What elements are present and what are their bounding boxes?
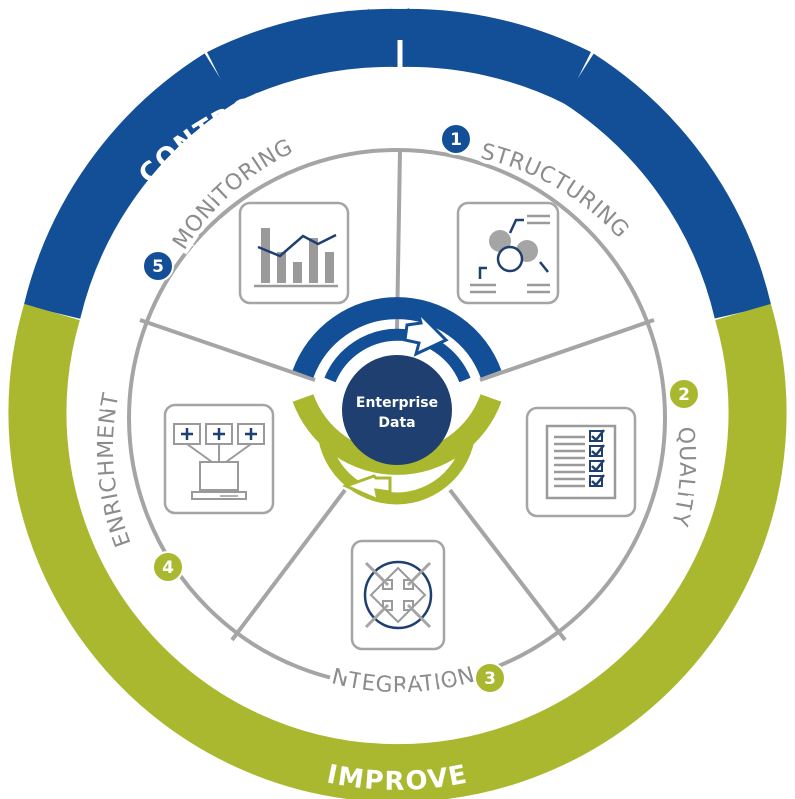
improve-segment (8, 303, 787, 799)
spokes (139, 149, 655, 642)
analyse-segment (562, 53, 772, 319)
svg-text:1: 1 (450, 130, 462, 150)
stage-ring (127, 148, 667, 688)
badge-1: 1 (440, 123, 472, 155)
enrichment-icon (163, 403, 275, 515)
analyse-segment-top (399, 8, 591, 105)
badge-5: 5 (142, 250, 174, 282)
badge-3: 3 (474, 662, 506, 694)
control-segment-top (207, 8, 401, 105)
svg-text:5: 5 (152, 257, 164, 277)
svg-text:3: 3 (484, 669, 496, 689)
svg-text:Data: Data (378, 415, 415, 431)
badge-2: 2 (668, 378, 700, 410)
bar-chart-icon (238, 201, 350, 305)
integration-icon (350, 539, 446, 651)
svg-text:2: 2 (678, 385, 690, 405)
svg-text:4: 4 (162, 558, 174, 578)
structuring-icon (456, 201, 560, 305)
enterprise-data-core: Enterprise Data (342, 355, 452, 465)
control-segment (23, 53, 236, 320)
badge-4: 4 (152, 551, 184, 583)
svg-text:Enterprise: Enterprise (356, 395, 438, 411)
checklist-icon (525, 406, 637, 518)
